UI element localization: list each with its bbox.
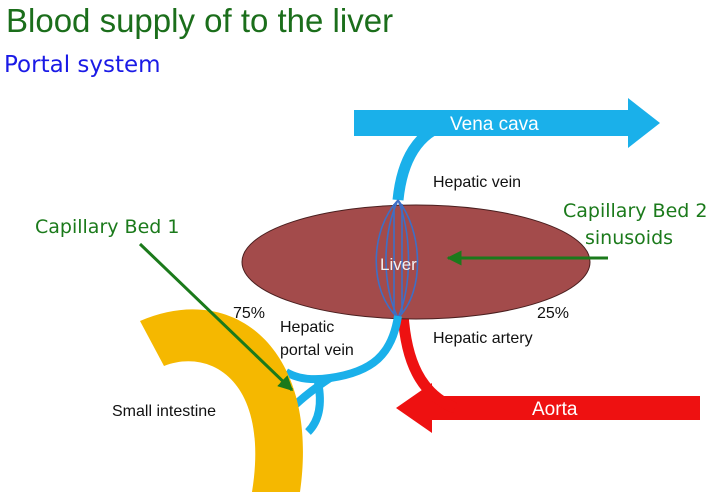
capillary-bed-1-pointer (138, 242, 294, 392)
small-intestine-shape (140, 309, 303, 492)
vena-cava-label: Vena cava (450, 114, 539, 135)
capillary-bed-2-sublabel: sinusoids (585, 227, 673, 249)
sinusoid-network (375, 199, 419, 319)
slide-title: Blood supply of to the liver (6, 2, 394, 39)
capillary-bed-1-label: Capillary Bed 1 (35, 216, 179, 238)
slide-subtitle: Portal system (4, 52, 161, 78)
hepatic-vein-label: Hepatic vein (433, 174, 521, 191)
small-intestine-label: Small intestine (112, 403, 216, 420)
hepatic-portal-vein-label-line1: Hepatic (280, 319, 334, 336)
aorta-label: Aorta (532, 399, 578, 420)
hepatic-artery (397, 313, 458, 414)
aorta-arrow (396, 383, 700, 433)
hepatic-vein (392, 118, 450, 201)
capillary-bed-2-label: Capillary Bed 2 (563, 200, 707, 222)
hepatic-artery-label: Hepatic artery (433, 330, 533, 347)
liver-shape (241, 204, 591, 320)
artery-percent-label: 25% (537, 305, 569, 322)
portal-percent-label: 75% (233, 305, 265, 322)
liver-label: Liver (380, 255, 417, 274)
hepatic-portal-vein-label-line2: portal vein (280, 342, 354, 359)
